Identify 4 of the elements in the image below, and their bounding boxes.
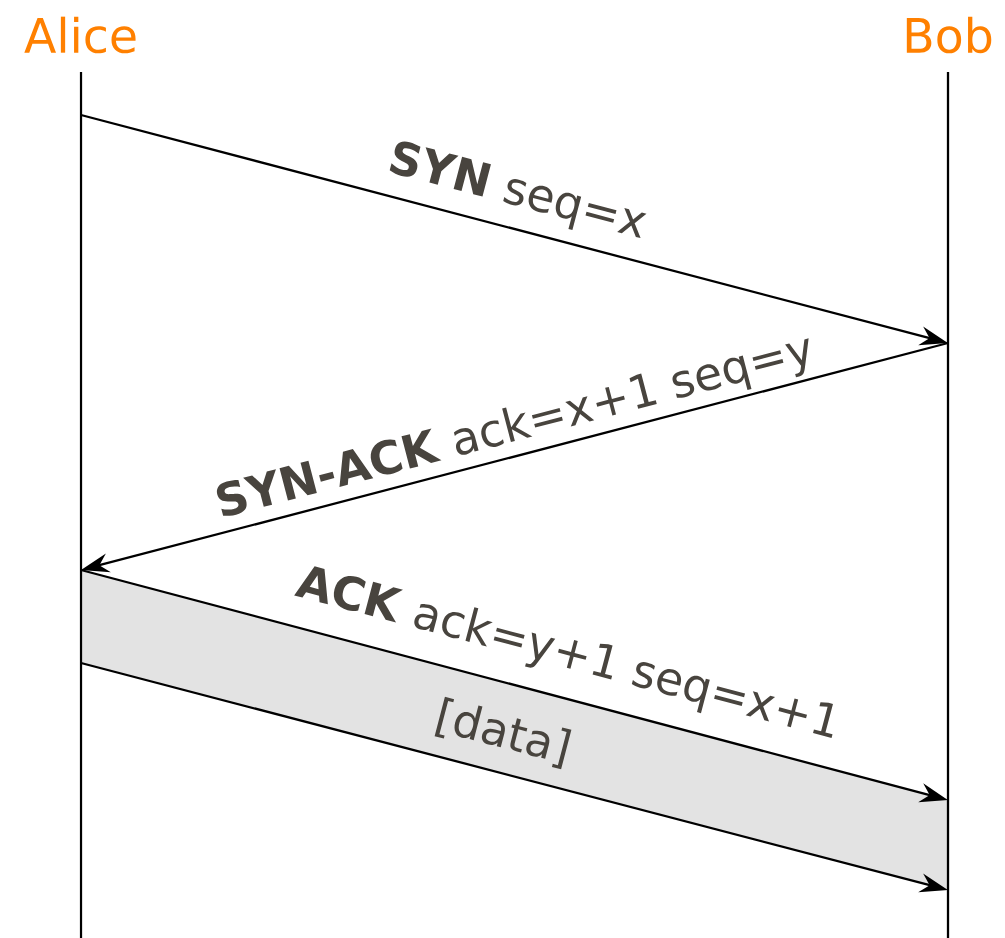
participant-name: Bob: [906, 16, 992, 54]
edge-label: [data]: [434, 696, 572, 770]
participant-name: Alice: [24, 16, 136, 54]
edge-label: SYN seq=x: [389, 141, 647, 239]
